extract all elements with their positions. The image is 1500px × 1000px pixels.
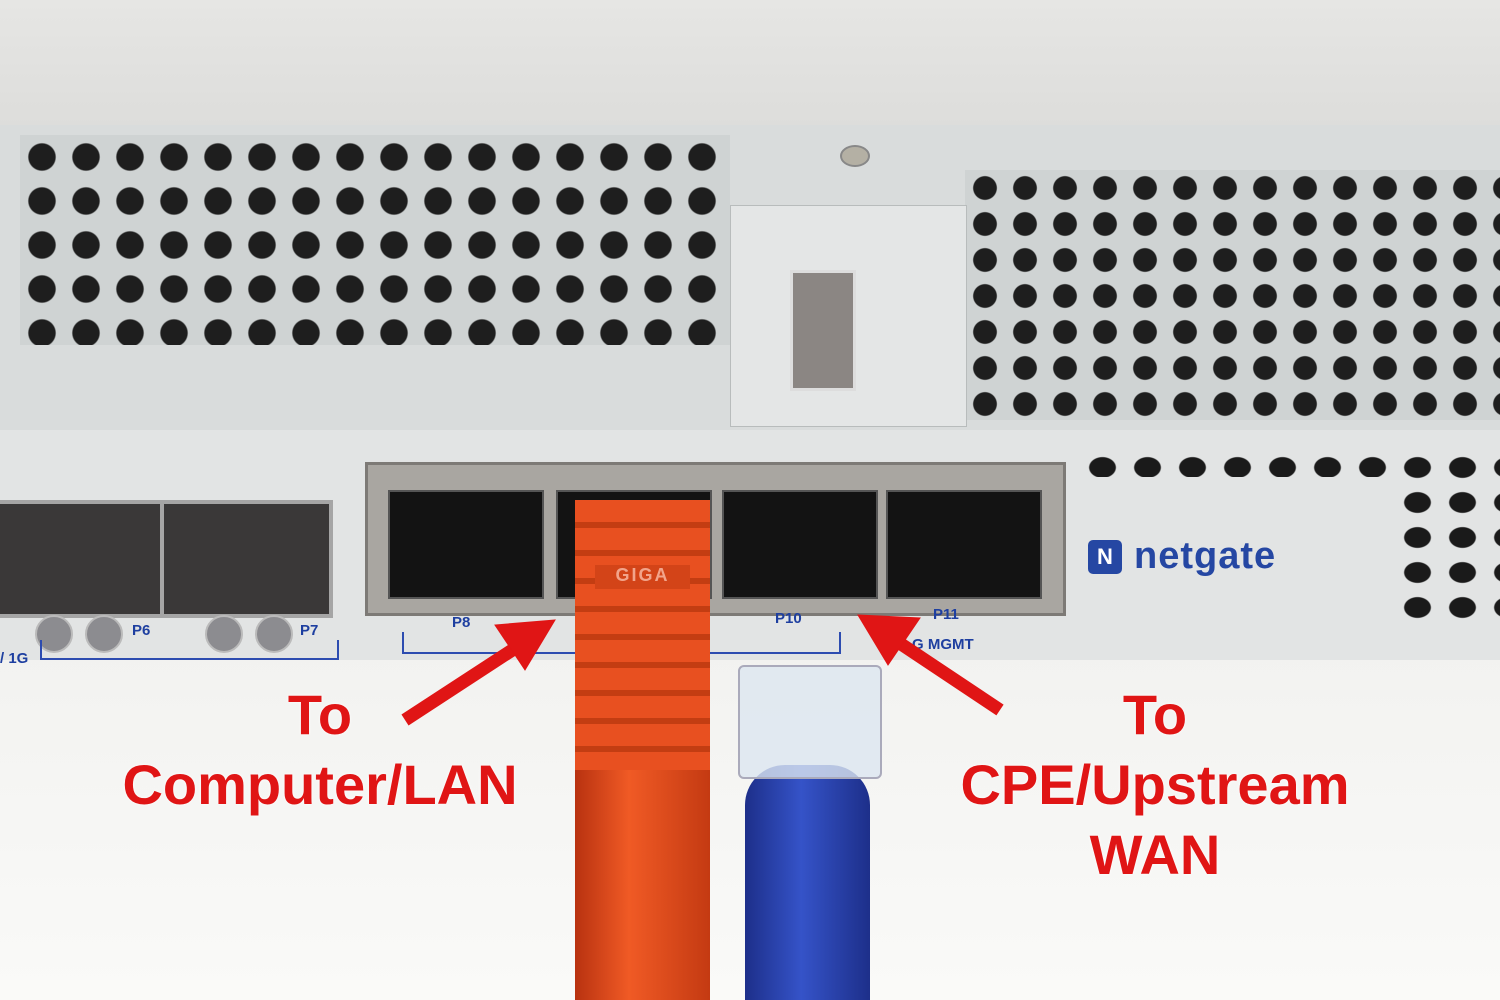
arrow-head-icon (857, 614, 921, 666)
netgate-logo-icon: N (1088, 539, 1122, 574)
port-led (85, 615, 123, 653)
annotation-wan-line3: WAN (1089, 823, 1221, 886)
rj45-port-p10 (722, 490, 878, 599)
netgate-logo: N netgate (1088, 535, 1276, 578)
annotation-lan-line1: To (287, 683, 353, 746)
vented-bay-left (20, 135, 730, 345)
cable-boot (575, 500, 710, 770)
annotation-wan: To CPE/Upstream WAN (920, 680, 1390, 890)
mgmt-label: G MGMT (912, 636, 974, 653)
annotation-lan: To Computer/LAN (90, 680, 550, 820)
brand-name: netgate (1134, 535, 1277, 577)
sfp-port (160, 500, 333, 618)
rj45-port-p11 (886, 490, 1042, 599)
wan-cable-blue (745, 765, 870, 1000)
rj45-plug (738, 665, 882, 779)
lan-cable-orange: GIGA (575, 500, 710, 1000)
port-led (255, 615, 293, 653)
arrow-to-wan-port (891, 634, 1004, 716)
vented-bay-right (965, 170, 1500, 420)
annotation-wan-line1: To (1122, 683, 1188, 746)
port-led (205, 615, 243, 653)
arrow-head-icon (494, 619, 556, 671)
port-label-p10: P10 (775, 610, 802, 627)
port-label-p7: P7 (300, 622, 319, 639)
bracket-latch (790, 270, 856, 391)
sfp-speed-label: / 1G (0, 650, 29, 667)
port-label-p6: P6 (132, 622, 151, 639)
port-label-p8: P8 (452, 614, 471, 631)
background-wall (0, 0, 1500, 140)
annotation-lan-line2: Computer/LAN (122, 753, 518, 816)
cable-print: GIGA (595, 565, 690, 589)
port-label-p11: P11 (933, 606, 959, 623)
chassis-screw (840, 145, 870, 167)
annotation-wan-line2: CPE/Upstream (960, 753, 1350, 816)
arrow-to-lan-port (401, 639, 524, 726)
port-group-line (40, 640, 339, 660)
rj45-port-p8 (388, 490, 544, 599)
